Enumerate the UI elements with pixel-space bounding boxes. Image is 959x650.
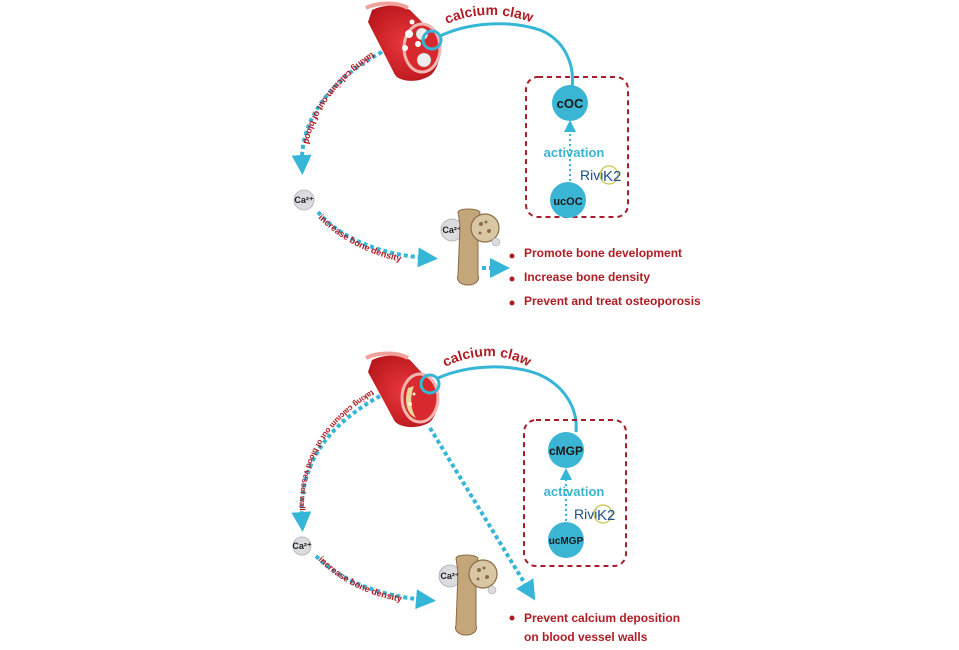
bone-icon xyxy=(457,208,501,286)
svg-text:K2: K2 xyxy=(597,507,615,524)
active-node-label: cMGP xyxy=(549,444,583,458)
benefit-item: Promote bone development xyxy=(524,246,682,260)
svg-text:K2: K2 xyxy=(603,168,621,185)
benefits-list: Prevent calcium deposition on blood vess… xyxy=(509,611,680,644)
benefit-item: Prevent calcium deposition xyxy=(524,611,680,625)
calcium-ion-icon: Ca²⁺ xyxy=(293,189,315,211)
bottom-diagram: calcium claw cMGP activation Rivi K2 ucM… xyxy=(291,343,680,644)
bone-icon xyxy=(455,554,498,636)
svg-text:Ca²⁺: Ca²⁺ xyxy=(440,571,460,581)
activation-box xyxy=(523,419,627,567)
path-label-bottom: increase bone density xyxy=(317,212,403,263)
svg-text:Ca²⁺: Ca²⁺ xyxy=(294,195,314,205)
calcium-claw-line xyxy=(439,22,575,89)
path-arrow-left xyxy=(291,50,383,175)
activation-label: activation xyxy=(544,145,605,160)
path-label-left: taking calcium out of blood xyxy=(301,50,376,145)
path-label-left: taking calcium out of blood vessel wall xyxy=(298,388,376,510)
svg-text:Ca²⁺: Ca²⁺ xyxy=(442,225,462,235)
active-node-label: cOC xyxy=(557,96,584,111)
inactive-node-ucoc xyxy=(550,182,586,218)
path-label-bottom: increase bone density xyxy=(317,554,403,603)
blood-vessel-plaque-icon xyxy=(365,351,441,428)
rivi-k2-logo: Rivi K2 xyxy=(574,504,615,524)
calcium-ion-icon: Ca²⁺ xyxy=(292,536,312,556)
calcium-claw-line xyxy=(437,365,578,433)
svg-text:Rivi: Rivi xyxy=(574,506,597,522)
rivi-k2-logo: Rivi K2 xyxy=(580,165,621,185)
svg-text:Rivi: Rivi xyxy=(580,167,603,183)
svg-text:Ca²⁺: Ca²⁺ xyxy=(292,541,312,551)
blood-vessel-icon xyxy=(365,1,443,81)
inactive-node-label: ucOC xyxy=(553,196,582,208)
inactive-node-ucmgp xyxy=(548,522,584,558)
benefit-item: Increase bone density xyxy=(524,270,650,284)
activation-box xyxy=(525,76,629,218)
path-arrow-bottom xyxy=(316,210,438,268)
inactive-node-label: ucMGP xyxy=(549,536,584,547)
active-node-coc xyxy=(552,85,588,121)
top-diagram: calcium claw cOC activation Rivi K2 ucOC… xyxy=(291,1,701,308)
path-arrow-bottom xyxy=(314,554,436,610)
calcium-ion-bone: Ca²⁺ xyxy=(440,218,464,242)
benefit-item-continued: on blood vessel walls xyxy=(524,630,648,644)
benefit-item: Prevent and treat osteoporosis xyxy=(524,294,701,308)
active-node-cmgp xyxy=(548,432,584,468)
benefits-list: Promote bone development Increase bone d… xyxy=(509,246,701,308)
activation-label: activation xyxy=(544,484,605,499)
